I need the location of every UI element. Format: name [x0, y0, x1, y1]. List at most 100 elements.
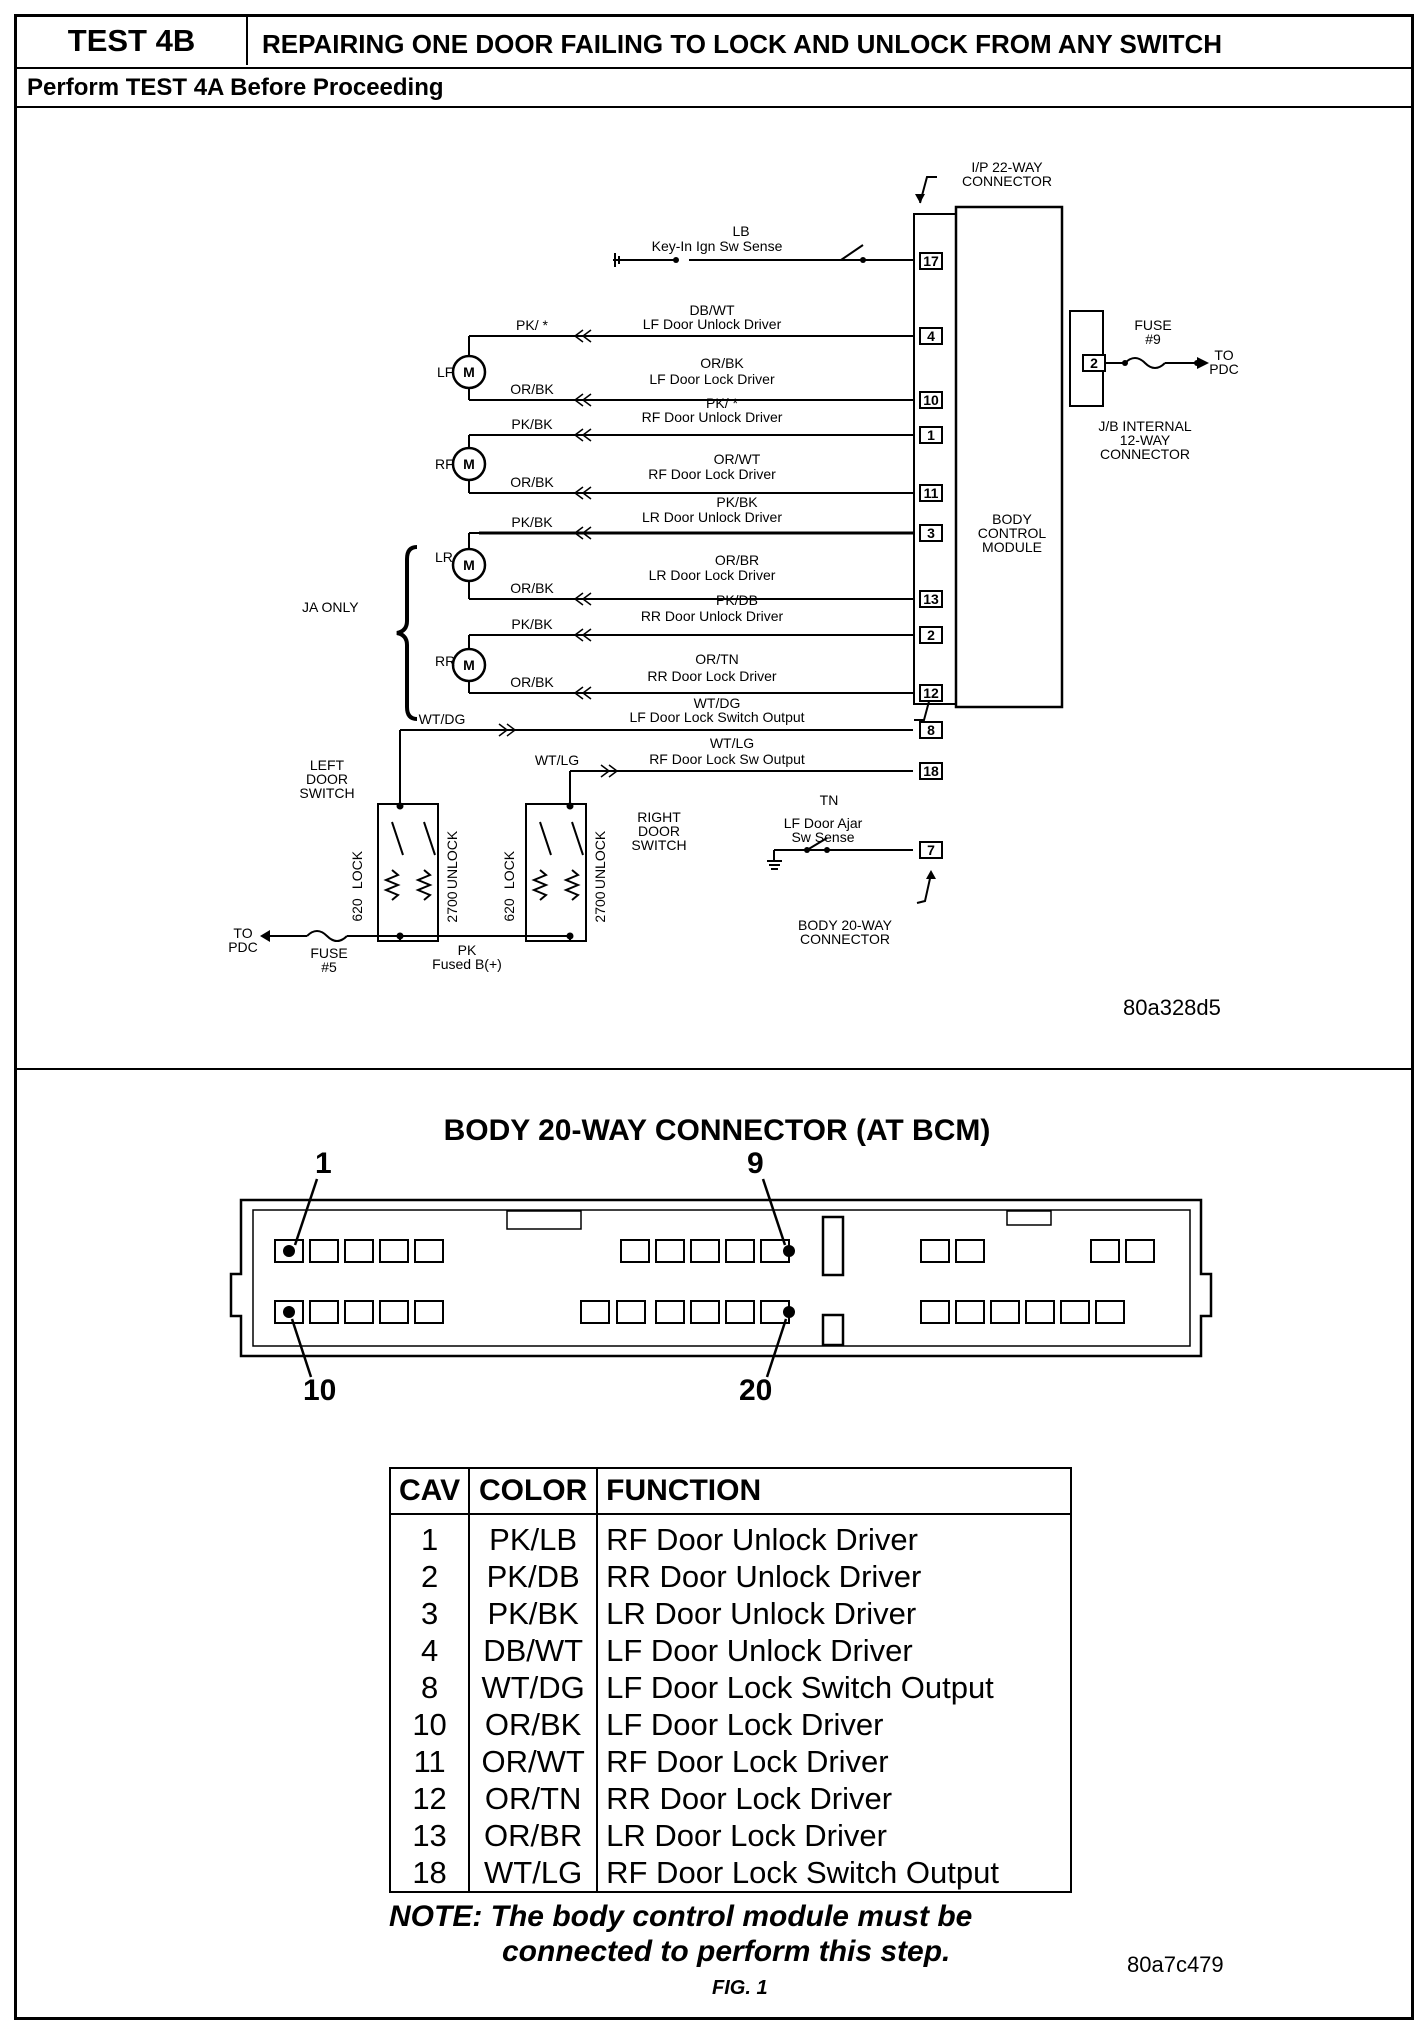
note-line-1: NOTE: The body control module must be	[389, 1900, 973, 1933]
rf-motor-label: RF	[435, 456, 454, 472]
cavity	[580, 1300, 610, 1324]
svg-text:PK/DB: PK/DB	[716, 592, 758, 608]
cavity	[725, 1300, 755, 1324]
svg-text:LF Door Lock Driver: LF Door Lock Driver	[649, 371, 775, 387]
svg-text:LR Door Unlock Driver: LR Door Unlock Driver	[642, 509, 782, 525]
pin-2: 2	[927, 627, 935, 643]
pin-11: 11	[924, 485, 939, 501]
cavity	[690, 1300, 720, 1324]
pin-17: 17	[923, 253, 939, 269]
svg-text:OR/BK: OR/BK	[700, 355, 744, 371]
pin-18: 18	[923, 763, 939, 779]
svg-text:PK/BK: PK/BK	[511, 416, 553, 432]
schematic-code: 80a328d5	[1123, 995, 1221, 1020]
color-cell: OR/WT	[468, 1743, 598, 1780]
color-cell: OR/BR	[468, 1817, 598, 1854]
bcm-box	[954, 205, 1064, 709]
cav-cell: 10	[412, 1707, 447, 1742]
svg-text:2700: 2700	[592, 891, 608, 922]
cavity	[1025, 1300, 1055, 1324]
color-cell: WT/LG	[468, 1854, 598, 1892]
svg-text:OR/WT: OR/WT	[714, 451, 761, 467]
cav-cell: 3	[420, 1596, 439, 1631]
svg-text:M: M	[463, 364, 475, 380]
svg-text:DB/WT: DB/WT	[689, 302, 735, 318]
jb-pin-2: 2	[1090, 355, 1098, 371]
svg-text:RF Door Unlock Driver: RF Door Unlock Driver	[642, 409, 783, 425]
function-cell: RF Door Unlock Driver	[596, 1514, 1071, 1558]
function-cell: LF Door Lock Switch Output	[596, 1669, 1071, 1706]
cavity	[1060, 1300, 1090, 1324]
ja-only-label: JA ONLY	[302, 599, 359, 615]
function-cell: LR Door Lock Driver	[596, 1817, 1071, 1854]
cav-cell: 18	[412, 1855, 447, 1890]
color-cell: PK/LB	[468, 1514, 598, 1558]
cavity	[309, 1300, 339, 1324]
cavity	[309, 1239, 339, 1263]
pin-7: 7	[927, 842, 935, 858]
prerequisite-note: Perform TEST 4A Before Proceeding	[17, 67, 1411, 108]
cavity	[690, 1239, 720, 1263]
lf-motor-label: LF	[437, 364, 453, 380]
svg-text:PK/BK: PK/BK	[511, 616, 553, 632]
cavity	[344, 1239, 374, 1263]
table-header-row: CAV COLOR FUNCTION	[390, 1468, 1071, 1515]
connector-title: BODY 20-WAY CONNECTOR (AT BCM)	[443, 1114, 991, 1147]
pin-12: 12	[923, 685, 939, 701]
svg-text:OR/BK: OR/BK	[510, 381, 554, 397]
rr-motor-icon: M	[451, 647, 487, 683]
svg-text:FUSE#5: FUSE#5	[310, 945, 347, 975]
svg-text:LB: LB	[732, 223, 749, 239]
function-cell: RR Door Lock Driver	[596, 1780, 1071, 1817]
color-cell: OR/TN	[468, 1780, 598, 1817]
svg-text:FUSE#9: FUSE#9	[1134, 317, 1171, 347]
pin-label-1: 1	[315, 1147, 332, 1180]
cavity	[344, 1300, 374, 1324]
svg-text:LF Door Lock Switch Output: LF Door Lock Switch Output	[629, 709, 804, 725]
cavity	[620, 1239, 650, 1263]
svg-text:PK/ *: PK/ *	[706, 395, 738, 411]
svg-text:PK/ *: PK/ *	[516, 317, 548, 333]
svg-text:UNLOCK: UNLOCK	[592, 830, 608, 889]
cav-cell: 4	[420, 1633, 439, 1668]
svg-text:WT/DG: WT/DG	[694, 695, 741, 711]
svg-text:2700: 2700	[444, 891, 460, 922]
function-cell: RF Door Lock Driver	[596, 1743, 1071, 1780]
color-cell: WT/DG	[468, 1669, 598, 1706]
cavity	[379, 1239, 409, 1263]
wiring-schematic: M M M M LF RF LR RR JA ONLY	[228, 159, 1239, 1020]
cavity	[414, 1300, 444, 1324]
cavity	[920, 1239, 950, 1263]
svg-text:620: 620	[349, 898, 365, 922]
test-page: TEST 4B REPAIRING ONE DOOR FAILING TO LO…	[14, 14, 1414, 2020]
svg-text:PK/BK: PK/BK	[716, 494, 758, 510]
cavity	[655, 1300, 685, 1324]
svg-text:LOCK: LOCK	[501, 850, 517, 889]
pin-4: 4	[927, 328, 935, 344]
svg-text:M: M	[463, 557, 475, 573]
function-cell: LF Door Unlock Driver	[596, 1632, 1071, 1669]
col-function: FUNCTION	[596, 1468, 1071, 1515]
lr-motor-label: LR	[435, 549, 453, 565]
cav-cell: 8	[420, 1670, 439, 1705]
function-cell: LF Door Lock Driver	[596, 1706, 1071, 1743]
cavity	[920, 1300, 950, 1324]
svg-text:LF Door Unlock Driver: LF Door Unlock Driver	[643, 316, 782, 332]
svg-text:RR Door Unlock Driver: RR Door Unlock Driver	[641, 608, 784, 624]
bcm-connector-strip	[913, 213, 957, 705]
pin-label-9: 9	[747, 1147, 764, 1180]
pin-8: 8	[927, 722, 935, 738]
